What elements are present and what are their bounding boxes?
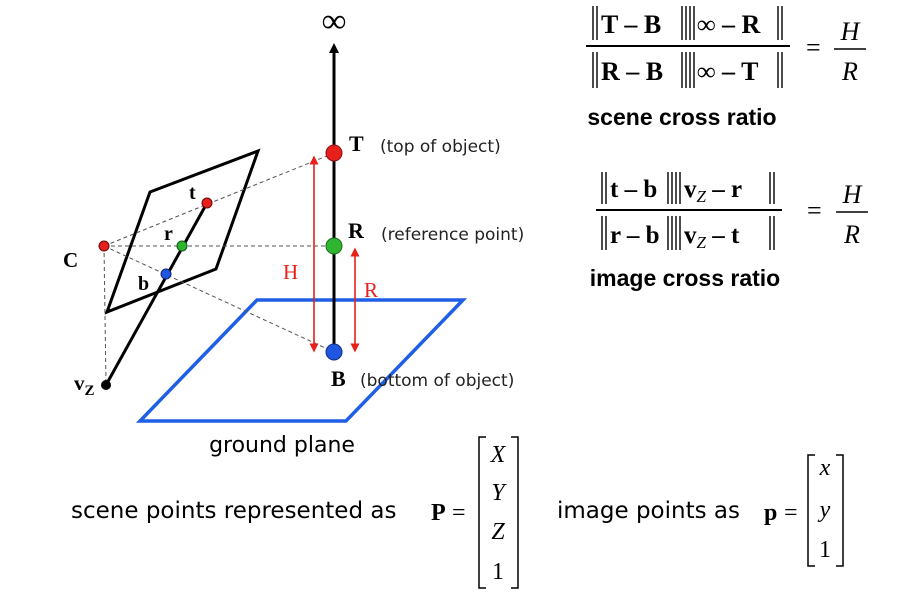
- scene-vector-X: X: [490, 442, 507, 468]
- image-rhs-den: R: [843, 220, 860, 249]
- scene-cross-ratio-formula: [586, 6, 866, 88]
- scene-den-b: ∞ – T: [697, 57, 758, 86]
- image-p-equals: =: [784, 500, 798, 526]
- image-vector-x: x: [819, 455, 831, 481]
- image-rhs-num: H: [842, 180, 863, 209]
- image-points-text: image points as: [557, 498, 740, 524]
- scene-P-symbol: P: [431, 500, 446, 526]
- image-num-a: t – b: [610, 176, 657, 203]
- point-b: [160, 268, 172, 280]
- scene-points-text: scene points represented as: [71, 498, 396, 524]
- ground-plane-label: ground plane: [209, 433, 355, 458]
- label-B: B: [331, 366, 346, 391]
- image-vector-1: 1: [819, 537, 831, 563]
- label-T: T: [349, 131, 364, 156]
- point-t: [201, 197, 213, 209]
- image-p-symbol: p: [764, 500, 777, 526]
- infinity-label: ∞: [322, 3, 346, 40]
- image-equals: =: [807, 196, 822, 225]
- image-den-a: r – b: [610, 222, 660, 249]
- scene-P-equals: =: [452, 500, 466, 526]
- scene-cross-ratio-caption: scene cross ratio: [587, 104, 776, 130]
- scene-num-a: T – B: [601, 10, 661, 39]
- label-C: C: [63, 248, 78, 272]
- image-cross-ratio-formula: [596, 172, 868, 250]
- image-vector-brackets: [807, 454, 844, 567]
- label-R-note: (reference point): [381, 225, 524, 245]
- scene-vector-Y: Y: [491, 480, 507, 506]
- scene-num-b: ∞ – R: [697, 10, 761, 39]
- scene-rhs-den: R: [841, 57, 858, 86]
- label-r: r: [164, 223, 173, 245]
- image-vector-y: y: [818, 497, 831, 523]
- point-R: [325, 237, 343, 255]
- image-vertical-line: [104, 202, 209, 386]
- scene-den-a: R – B: [601, 57, 663, 86]
- image-num-b: vZ – r: [684, 176, 742, 206]
- scene-vector-1: 1: [492, 559, 504, 585]
- projection-rays: [103, 152, 335, 386]
- image-den-b: vZ – t: [684, 222, 740, 252]
- label-vz: vZ: [74, 371, 95, 399]
- label-R: R: [348, 218, 365, 243]
- image-plane: [104, 148, 261, 315]
- point-T: [325, 144, 343, 162]
- scene-rhs-num: H: [840, 17, 861, 46]
- point-vz: [101, 380, 111, 390]
- point-B: [325, 343, 343, 361]
- label-R-length: R: [364, 278, 378, 302]
- scene-equals: =: [806, 33, 821, 62]
- scene-vector-brackets: [478, 436, 519, 589]
- point-r: [176, 240, 188, 252]
- label-t: t: [189, 182, 196, 204]
- point-C: [98, 240, 110, 252]
- label-H: H: [283, 260, 298, 284]
- label-T-note: (top of object): [380, 137, 501, 157]
- label-b: b: [138, 273, 149, 295]
- image-cross-ratio-caption: image cross ratio: [590, 265, 780, 291]
- label-B-note: (bottom of object): [360, 371, 514, 391]
- scene-vector-Z: Z: [491, 519, 505, 545]
- ground-plane: [135, 298, 468, 423]
